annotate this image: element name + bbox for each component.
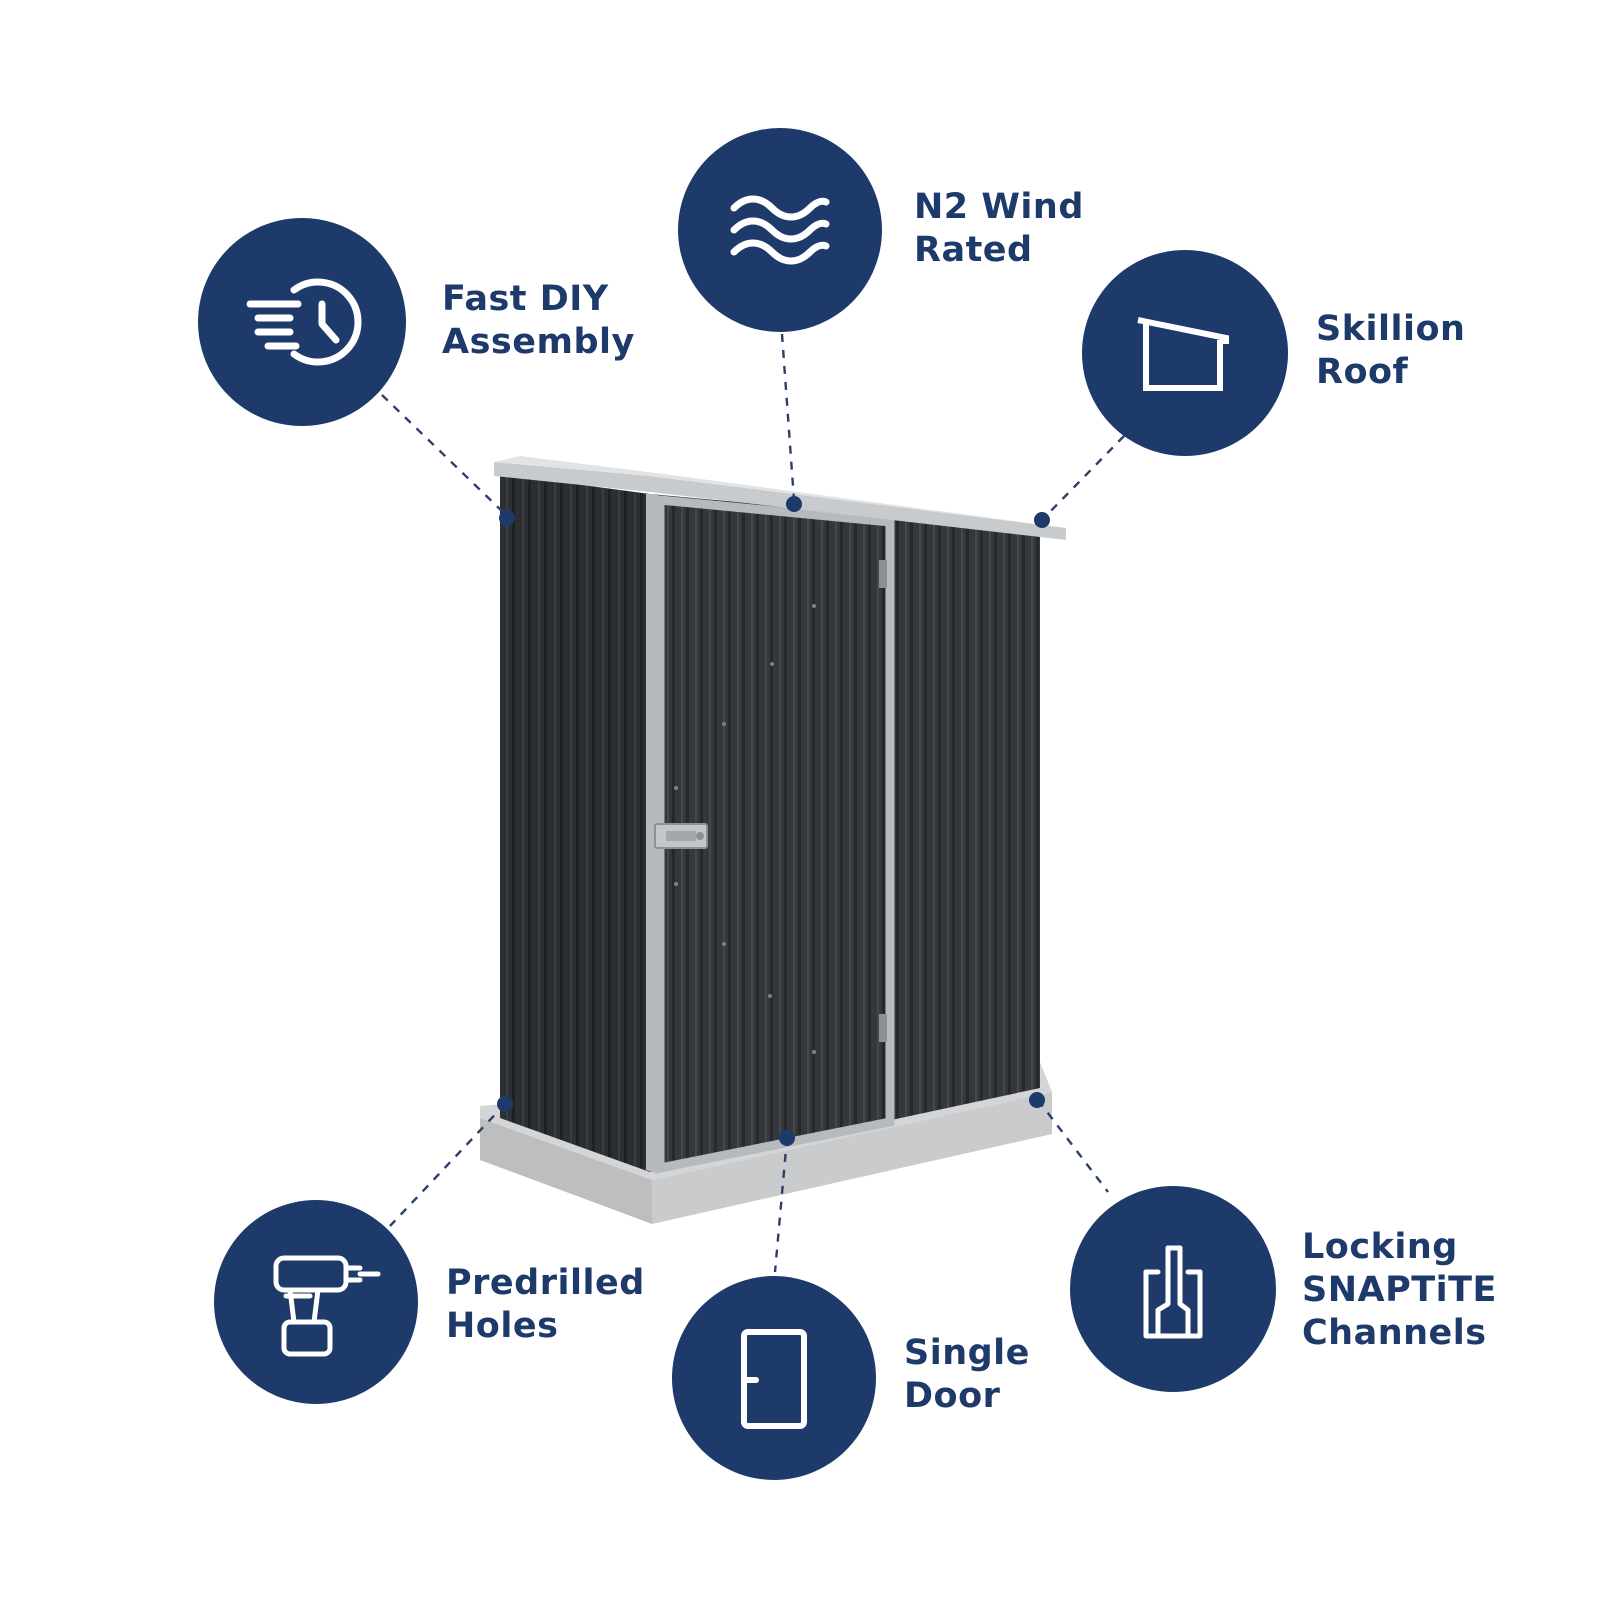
feature-label-line: N2 Wind — [914, 187, 1084, 227]
anchor-dot-skillion-roof — [1034, 512, 1050, 528]
feature-label-line: Assembly — [442, 322, 635, 362]
skillion-roof-icon — [1137, 317, 1229, 391]
feature-label-line: Rated — [914, 230, 1033, 270]
leader-line-n2-wind-rated — [780, 333, 796, 501]
leader-line-single-door — [773, 1137, 789, 1273]
feature-label-line: Single — [904, 1333, 1030, 1373]
feature-label-n2-wind-rated: N2 Wind Rated — [914, 186, 1084, 272]
door-panel — [667, 508, 884, 1160]
concrete-base-side — [652, 1092, 1052, 1224]
feature-badge-single-door — [672, 1276, 876, 1480]
door-hinge-top — [879, 560, 887, 588]
feature-label-predrilled-holes: Predrilled Holes — [446, 1262, 645, 1348]
feature-label-single-door: Single Door — [904, 1332, 1030, 1418]
feature-badge-locking-snaptite-channels — [1070, 1186, 1276, 1392]
door-latch — [654, 823, 708, 849]
feature-label-skillion-roof: Skillion Roof — [1316, 308, 1465, 394]
feature-label-line: Roof — [1316, 352, 1409, 392]
feature-label-line: Fast DIY — [442, 279, 609, 319]
feature-badge-n2-wind-rated — [678, 128, 882, 332]
door-hinge-bottom — [879, 1014, 887, 1042]
anchor-dot-fast-diy-assembly — [499, 510, 515, 526]
feature-label-line: SNAPTiTE — [1302, 1270, 1497, 1310]
anchor-dot-predrilled-holes — [497, 1096, 513, 1112]
leader-line-skillion-roof — [1041, 435, 1125, 521]
feature-label-line: Predrilled — [446, 1263, 645, 1303]
door-icon — [741, 1329, 807, 1429]
feature-label-line: Locking — [1302, 1227, 1458, 1267]
shed-corner-trim — [646, 494, 658, 1174]
wind-waves-icon — [730, 195, 830, 265]
fast-clock-icon — [246, 278, 362, 366]
leader-line-fast-diy-assembly — [381, 394, 506, 515]
leader-line-locking-snaptite-channels — [1037, 1099, 1109, 1193]
door-frame — [655, 495, 895, 1174]
anchor-dot-locking-snaptite-channels — [1029, 1092, 1045, 1108]
shed-left-wall — [500, 474, 650, 1172]
feature-label-line: Channels — [1302, 1313, 1487, 1353]
power-drill-icon — [273, 1255, 381, 1357]
leader-line-predrilled-holes — [389, 1103, 506, 1227]
shed-roof-top — [494, 456, 1066, 528]
feature-label-locking-snaptite-channels: Locking SNAPTiTE Channels — [1302, 1226, 1497, 1355]
anchor-dot-single-door — [779, 1130, 795, 1146]
panel-screws — [674, 604, 816, 1054]
feature-label-fast-diy-assembly: Fast DIY Assembly — [442, 278, 635, 364]
channel-icon — [1143, 1245, 1203, 1339]
feature-badge-predrilled-holes — [214, 1200, 418, 1404]
feature-badge-fast-diy-assembly — [198, 218, 406, 426]
anchor-dot-n2-wind-rated — [786, 496, 802, 512]
concrete-base-front — [480, 1118, 652, 1224]
feature-badge-skillion-roof — [1082, 250, 1288, 456]
feature-label-line: Holes — [446, 1306, 559, 1346]
feature-label-line: Skillion — [1316, 309, 1466, 349]
shed-roof-front-edge — [494, 462, 1066, 540]
feature-label-line: Door — [904, 1376, 1001, 1416]
